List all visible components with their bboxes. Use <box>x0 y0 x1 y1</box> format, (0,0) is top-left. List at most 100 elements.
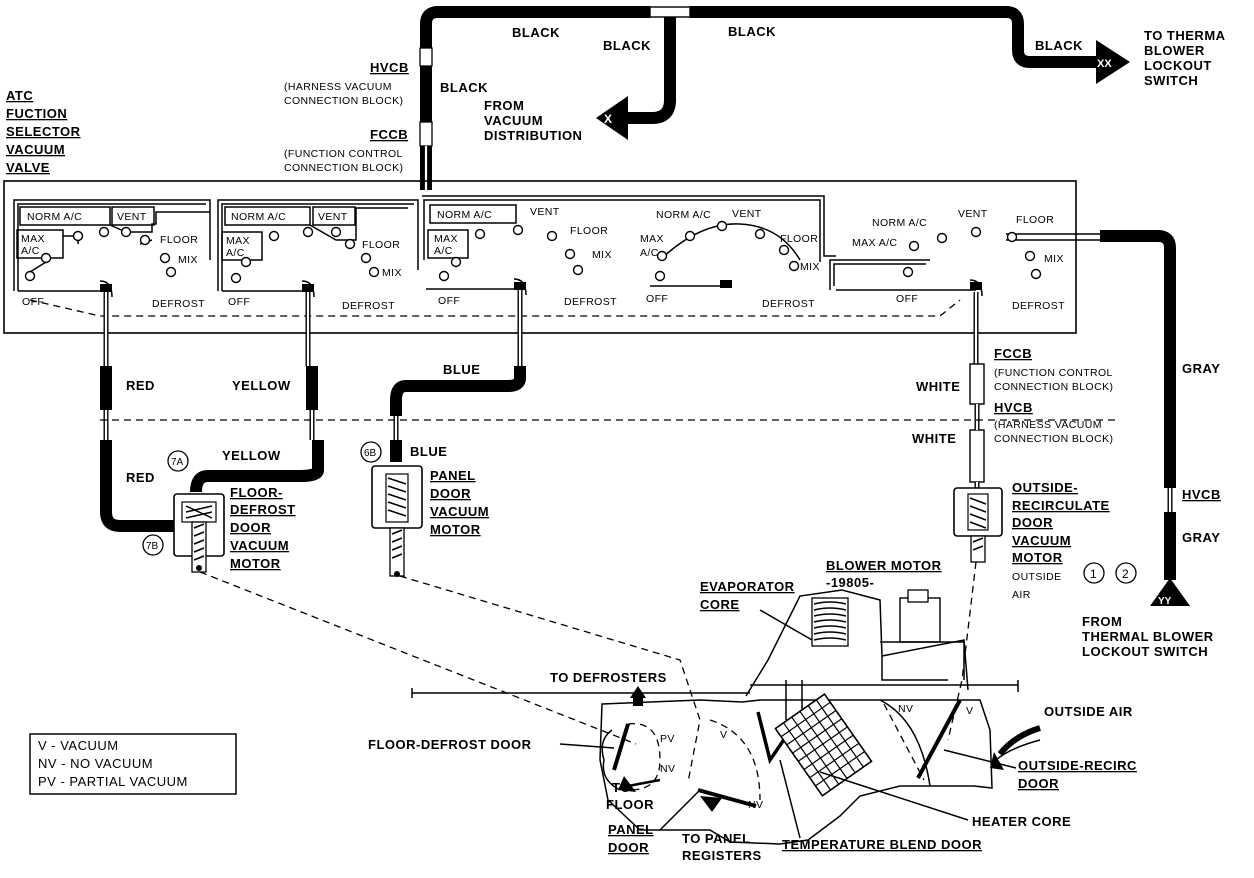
fccb-right-desc-2: CONNECTION BLOCK) <box>994 381 1113 393</box>
linkage-panel <box>399 575 701 783</box>
s5-max: MAX A/C <box>852 237 897 249</box>
s4-max-2: A/C <box>640 247 659 259</box>
legend-v: V - VACUUM <box>38 738 119 753</box>
valve-section-2 <box>221 206 408 292</box>
s3-max-1: MAX <box>434 233 458 245</box>
hose-label-black-3: BLACK <box>728 24 776 39</box>
floor-defrost-motor-1: FLOOR- <box>230 485 283 500</box>
lockout-switch-yy-marker <box>1150 578 1190 606</box>
legend-box <box>29 733 237 795</box>
hvac-nv-2: NV <box>748 799 763 811</box>
floor-defrost-door-label: FLOOR-DEFROST DOOR <box>368 737 532 752</box>
lockout-to-line-1: TO THERMA <box>1144 28 1226 43</box>
s4-floor: FLOOR <box>780 233 818 245</box>
temp-blend-label: TEMPERATURE BLEND DOOR <box>782 837 982 852</box>
outside-air-arrow <box>990 752 1004 770</box>
floor-defrost-motor-4: VACUUM <box>230 538 289 553</box>
to-defrosters-label: TO DEFROSTERS <box>550 670 667 685</box>
legend-nv: NV - NO VACUUM <box>38 756 153 771</box>
panel-motor-3: VACUUM <box>430 504 489 519</box>
s4-mix: MIX <box>800 261 820 273</box>
recirc-motor-2: RECIRCULATE <box>1012 498 1110 513</box>
fccb-label: FCCB <box>370 127 408 142</box>
marker-6b <box>360 441 382 463</box>
hose-label-black-1: BLACK <box>512 25 560 40</box>
hvac-v-2: V <box>966 705 973 717</box>
selector-title-5: VALVE <box>6 160 50 175</box>
s1-vent: VENT <box>117 211 147 223</box>
panel-motor-1: PANEL <box>430 468 476 483</box>
s2-max-1: MAX <box>226 235 250 247</box>
to-panel-arrow <box>700 796 722 812</box>
hvcb-label: HVCB <box>370 60 409 75</box>
blower-part-label: -19805- <box>826 575 874 590</box>
s4-off: OFF <box>646 293 668 305</box>
panel-motor-2: DOOR <box>430 486 471 501</box>
hvcb-right-desc-1: (HARNESS VACUUM <box>994 419 1102 431</box>
selector-valve-body <box>3 180 1077 334</box>
evaporator-label-2: CORE <box>700 597 740 612</box>
floor-defrost-motor <box>173 493 225 573</box>
recirc-motor-4: VACUUM <box>1012 533 1071 548</box>
selector-title-2: FUCTION <box>6 106 67 121</box>
s4-norm: NORM A/C <box>656 209 711 221</box>
s5-mix: MIX <box>1044 253 1064 265</box>
recirc-outside-1: OUTSIDE <box>1012 571 1061 583</box>
hvcb-desc-1: (HARNESS VACUUM <box>284 81 392 93</box>
yy-marker-label: YY <box>1158 596 1172 607</box>
lockout-from-line-3: LOCKOUT SWITCH <box>1082 644 1208 659</box>
outside-recirc-motor <box>953 487 1003 563</box>
selector-title-4: VACUUM <box>6 142 65 157</box>
s5-norm: NORM A/C <box>872 217 927 229</box>
hvac-pv: PV <box>660 733 675 745</box>
lockout-from-line-2: THERMAL BLOWER <box>1082 629 1214 644</box>
hose-label-gray-2: GRAY <box>1182 530 1220 545</box>
lockout-to-line-3: LOCKOUT <box>1144 58 1212 73</box>
to-defrosters-arrow <box>630 686 646 698</box>
hose-label-yellow-2: YELLOW <box>222 448 281 463</box>
note-1-label: 1 <box>1090 567 1097 581</box>
to-floor-label-2: FLOOR <box>606 797 654 812</box>
hvac-v-1: V <box>720 729 727 741</box>
hose-label-gray-1: GRAY <box>1182 361 1220 376</box>
valve-section-4 <box>654 220 801 288</box>
s2-norm: NORM A/C <box>231 211 286 223</box>
s1-norm: NORM A/C <box>27 211 82 223</box>
vacuum-source-x-marker <box>596 96 628 140</box>
s1-max-2: A/C <box>21 245 40 257</box>
s3-off: OFF <box>438 295 460 307</box>
hvcb-gray-label: HVCB <box>1182 487 1221 502</box>
hose-label-yellow-1: YELLOW <box>232 378 291 393</box>
s1-defrost: DEFROST <box>152 298 205 310</box>
note-2-label: 2 <box>1122 567 1129 581</box>
s3-mix: MIX <box>592 249 612 261</box>
blower-motor-label: BLOWER MOTOR <box>826 558 942 573</box>
s2-mix: MIX <box>382 267 402 279</box>
hose-label-blue-2: BLUE <box>410 444 447 459</box>
recirc-outside-2: AIR <box>1012 589 1031 601</box>
heater-core <box>774 693 873 797</box>
marker-7b <box>142 534 164 556</box>
marker-6b-label: 6B <box>364 448 377 459</box>
hose-label-black-2: BLACK <box>603 38 651 53</box>
hose-label-black-5: BLACK <box>440 80 488 95</box>
hose-label-blue-1: BLUE <box>443 362 480 377</box>
black-hose-network <box>419 6 1130 190</box>
hvcb-right-label: HVCB <box>994 400 1033 415</box>
vacuum-source-line-3: DISTRIBUTION <box>484 128 582 143</box>
s5-vent: VENT <box>958 208 988 220</box>
fccb-right-label: FCCB <box>994 346 1032 361</box>
fccb-desc-2: CONNECTION BLOCK) <box>284 162 403 174</box>
linkage-recirc <box>947 561 977 741</box>
floor-defrost-motor-5: MOTOR <box>230 556 281 571</box>
vacuum-source-line-1: FROM <box>484 98 524 113</box>
s1-max-1: MAX <box>21 233 45 245</box>
s2-floor: FLOOR <box>362 239 400 251</box>
hvac-nv-1: NV <box>660 763 675 775</box>
evaporator-leader <box>759 609 813 641</box>
s4-vent: VENT <box>732 208 762 220</box>
selector-title-3: SELECTOR <box>6 124 81 139</box>
fccb-desc-1: (FUNCTION CONTROL <box>284 148 403 160</box>
hvac-case <box>411 589 1041 845</box>
